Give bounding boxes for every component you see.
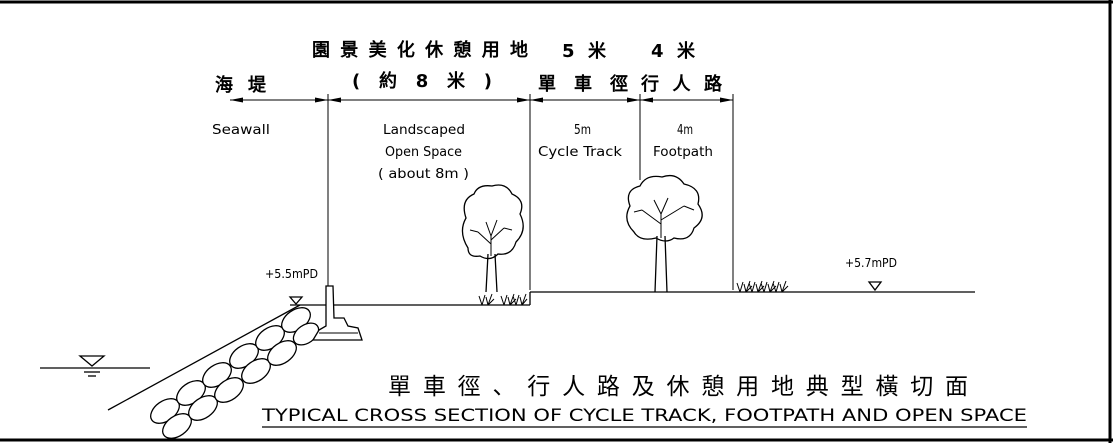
arrowhead	[640, 97, 653, 103]
ground-profile	[290, 291, 975, 306]
arrowhead	[328, 97, 341, 103]
footpath-width-en: 4m	[677, 123, 693, 138]
open-space-label-en-3: ( about 8m )	[378, 167, 469, 182]
footpath-width-zh: 4米	[651, 40, 696, 62]
arrowhead	[627, 97, 640, 103]
level-triangle-icon	[288, 296, 304, 305]
level-marker-left: +5.5mPD	[265, 267, 318, 305]
shrub-icon	[736, 280, 789, 293]
level-label-right: +5.7mPD	[845, 256, 897, 270]
seawall-slope-line	[107, 304, 301, 411]
seawall-label-en: Seawall	[212, 123, 270, 138]
open-space-width-zh: (約8米)	[352, 70, 492, 92]
rock-icon	[292, 322, 320, 346]
cycle-track-label-en: Cycle Track	[538, 145, 623, 160]
drawing-title: 單車徑、行人路及休憩用地典型橫切面 TYPICAL CROSS SECTION …	[261, 374, 1027, 428]
level-label-left: +5.5mPD	[265, 267, 318, 281]
zone-labels-en: Seawall Landscaped Open Space ( about 8m…	[212, 123, 713, 182]
arrowhead	[517, 97, 530, 103]
shrub-icon	[478, 293, 528, 306]
tree-icon	[461, 184, 524, 293]
arrowhead	[720, 97, 733, 103]
arrowhead	[230, 97, 243, 103]
cycle-track-width-zh: 5米	[562, 40, 607, 62]
water-level-triangle	[78, 355, 106, 367]
dimension-line	[230, 94, 734, 290]
armour-rocks	[150, 307, 320, 439]
level-marker-right: +5.7mPD	[845, 256, 897, 292]
tree-branches	[633, 197, 695, 238]
rock-icon	[214, 377, 244, 403]
footpath-label-zh: 行人路	[640, 73, 723, 95]
wave-wall-icon	[311, 285, 363, 341]
cycle-track-width-en: 5m	[574, 123, 591, 138]
rock-icon	[267, 340, 297, 366]
open-space-label-en-2: Open Space	[385, 145, 462, 160]
zone-labels-zh: 園景美化休憩用地 (約8米) 5米 4米 單車徑 行人路 海堤	[215, 39, 723, 96]
open-space-label-zh: 園景美化休憩用地	[312, 39, 528, 61]
tree-trunk	[654, 235, 668, 293]
level-triangle-icon	[867, 281, 883, 292]
tree-trunk	[485, 253, 498, 293]
open-space-label-en-1: Landscaped	[383, 123, 465, 138]
tree-canopy	[461, 184, 524, 260]
cycle-track-label-zh: 單車徑	[538, 73, 628, 95]
footpath-label-en: Footpath	[653, 145, 713, 160]
seawall	[107, 304, 320, 439]
title-en: TYPICAL CROSS SECTION OF CYCLE TRACK, FO…	[261, 406, 1027, 426]
seawall-label-zh: 海堤	[215, 74, 267, 96]
arrowhead	[530, 97, 543, 103]
tree-branches	[469, 219, 513, 256]
arrowhead	[315, 97, 328, 103]
title-zh: 單車徑、行人路及休憩用地典型橫切面	[388, 374, 968, 400]
tree-icon	[626, 174, 703, 293]
water-level-icon	[40, 355, 150, 377]
